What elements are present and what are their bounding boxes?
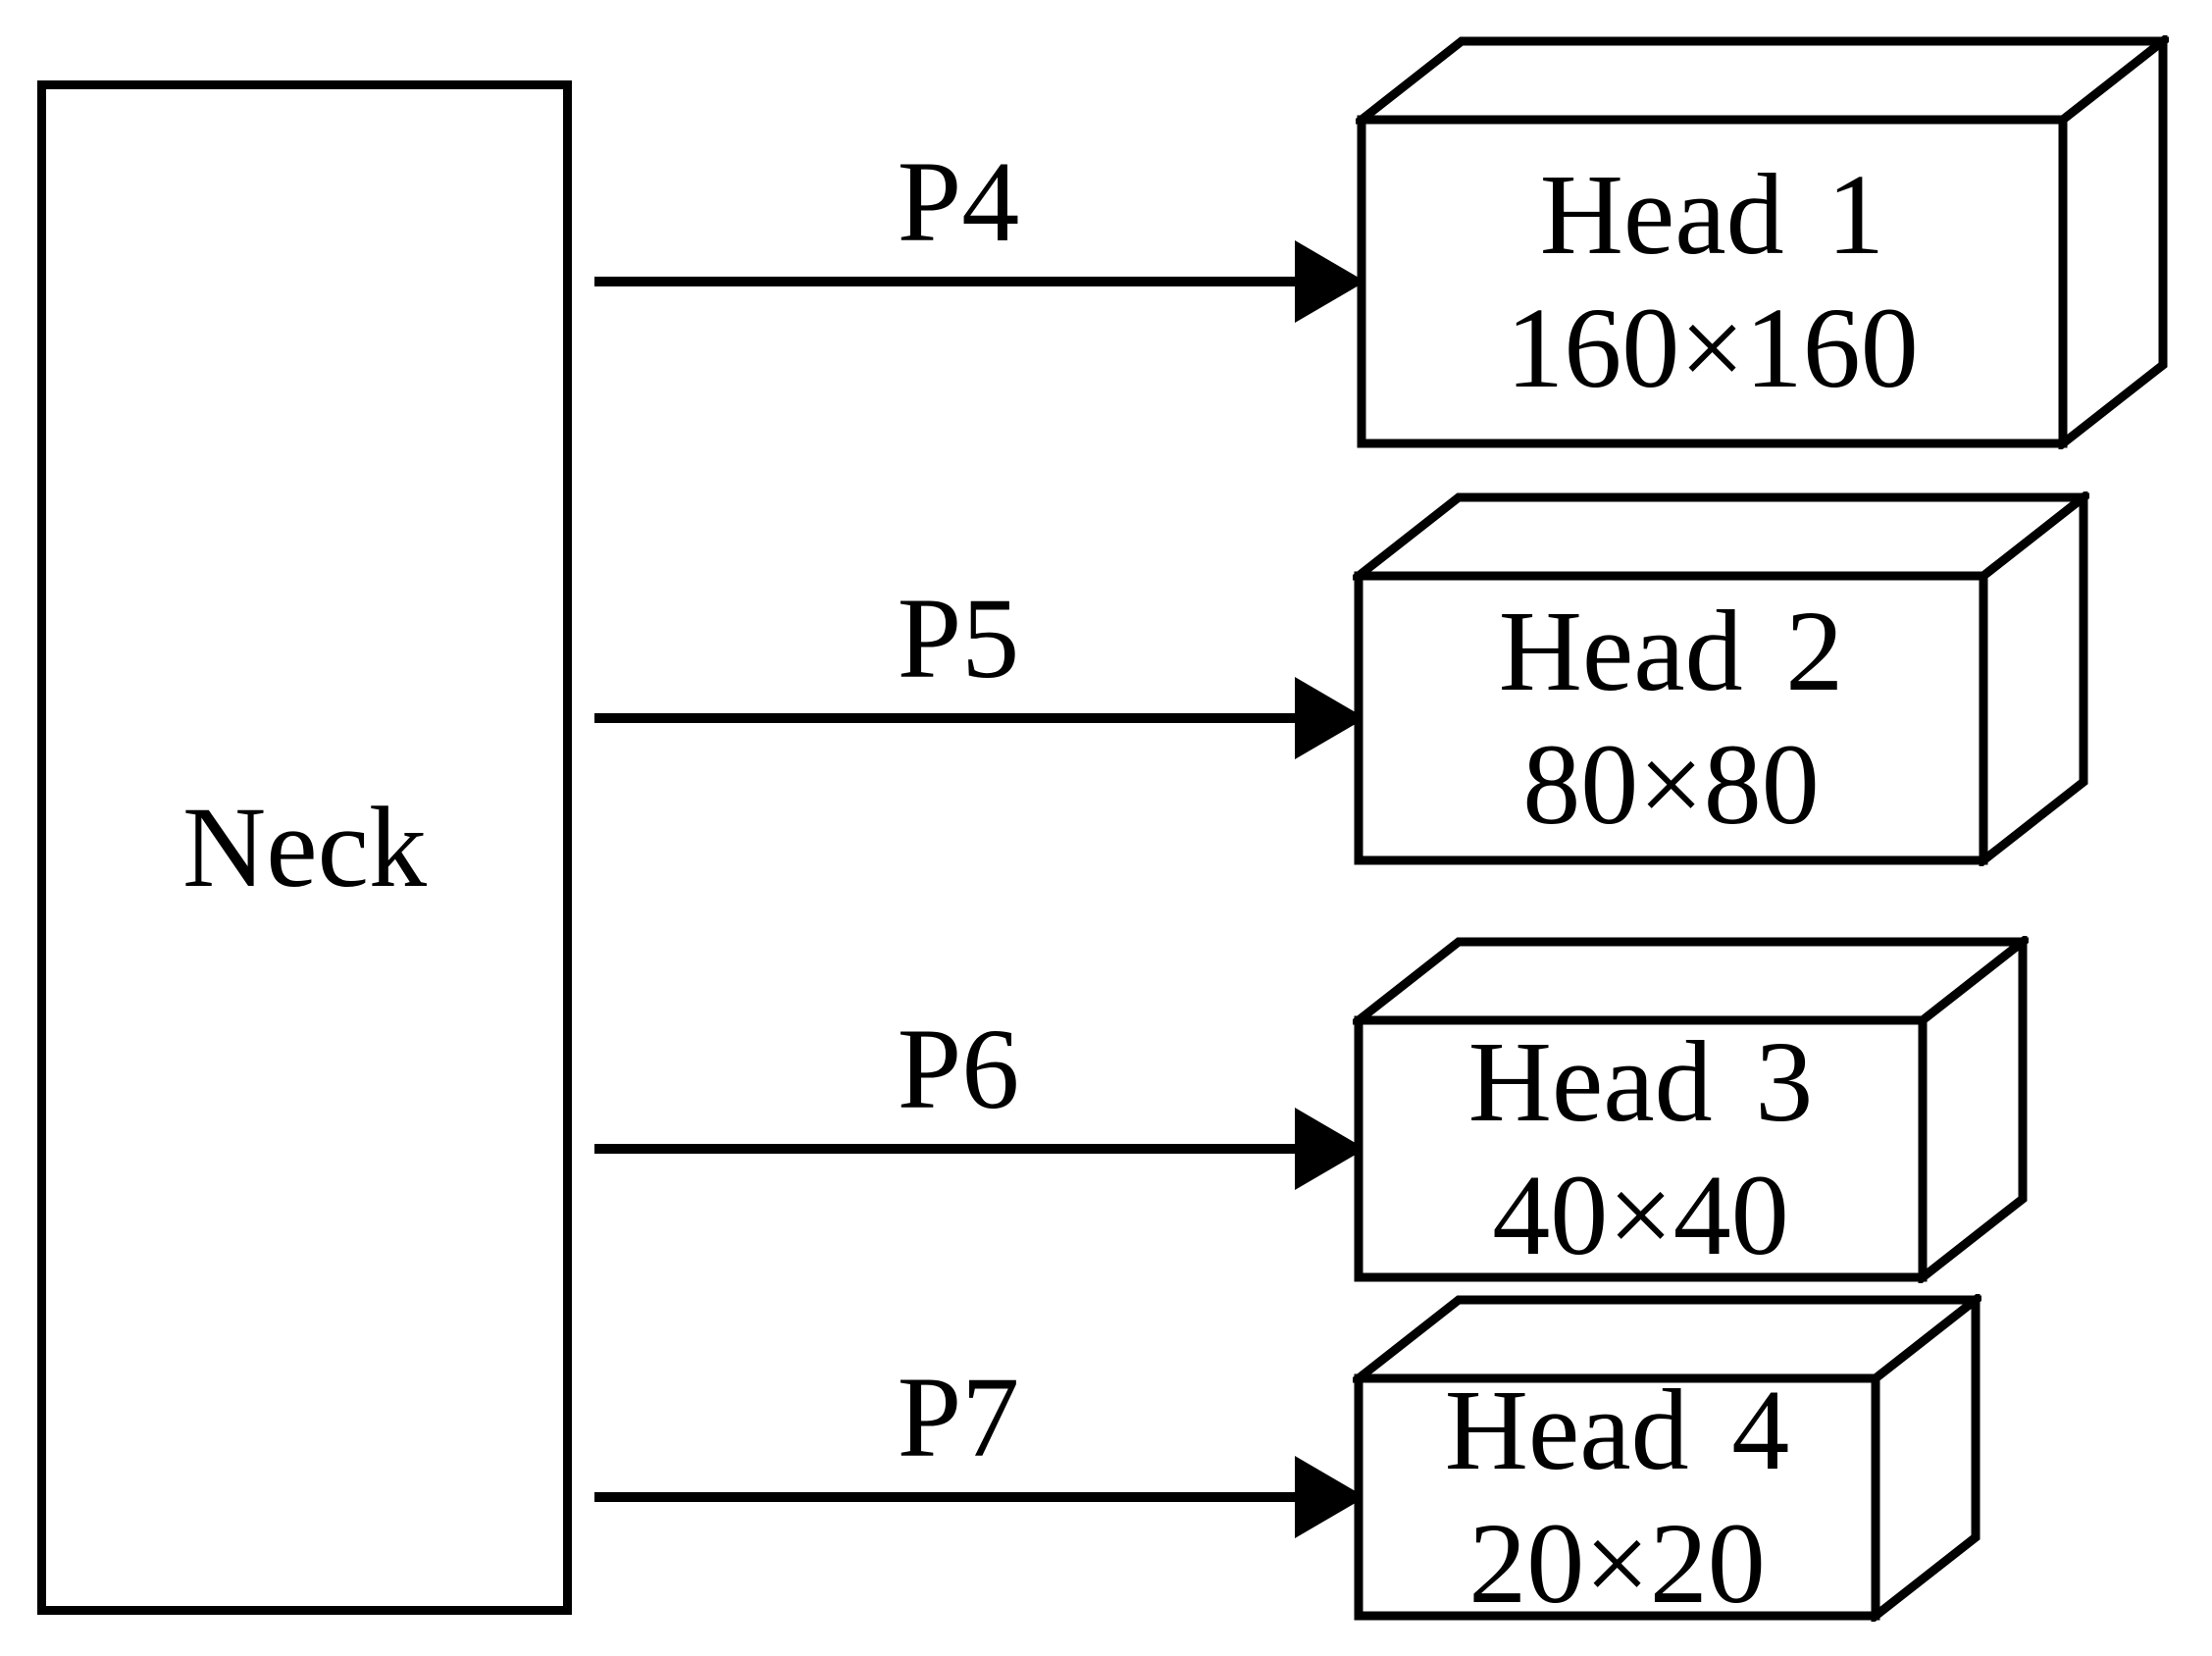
p4-label: P4 [897,137,1020,266]
head-2-box [1353,492,2089,866]
p4-arrowhead-icon [1295,240,1365,323]
head-4-front-face [1354,1373,1880,1621]
p6-arrowhead-icon [1295,1108,1365,1190]
p6-label: P6 [897,1005,1020,1133]
neck-label: Neck [182,783,427,911]
p7-label: P7 [897,1353,1020,1481]
head-3-front-face [1354,1015,1928,1282]
p6-arrow-shaft [594,1144,1297,1154]
head-4-top-face [1353,1295,1981,1383]
neck-box: Neck [37,80,572,1615]
head-1-front-face [1357,115,2068,448]
head-4-box [1353,1294,1981,1622]
head-3-box [1353,936,2029,1283]
head-1-box [1356,35,2169,449]
p5-arrowhead-icon [1295,677,1365,759]
p7-arrow-shaft [594,1492,1297,1502]
p4-arrow-shaft [594,277,1297,286]
head-3-top-face [1353,937,2029,1025]
p7-arrowhead-icon [1295,1456,1365,1538]
p5-label: P5 [897,574,1020,702]
head-2-top-face [1353,492,2089,581]
p5-arrow-shaft [594,713,1297,723]
head-1-top-face [1356,36,2169,125]
head-2-front-face [1354,571,1988,865]
